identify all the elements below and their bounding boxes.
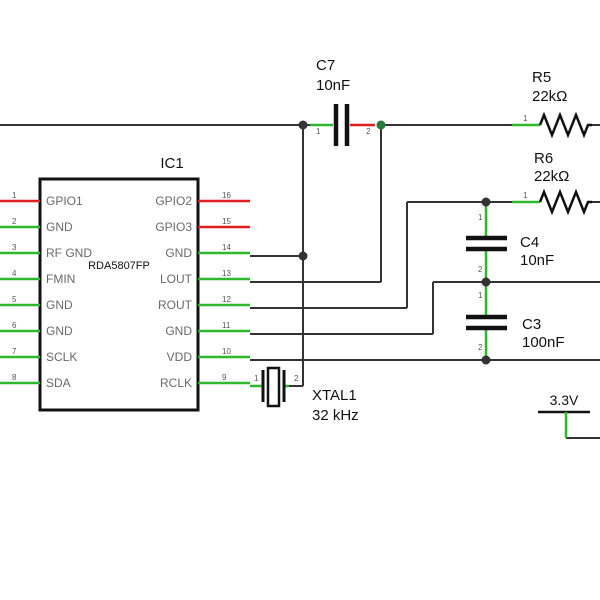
junction-c3-bottom xyxy=(481,355,491,365)
resistor-r6: R6 22kΩ 1 xyxy=(512,150,592,216)
r5-value: 22kΩ xyxy=(532,88,567,105)
junction-c7-right xyxy=(376,120,386,130)
ic1-pin-11: 11 GND xyxy=(165,321,250,338)
ic1-pin-2: 2 GND xyxy=(0,217,73,234)
ic1-part: RDA5807FP xyxy=(88,260,150,272)
r6-value: 22kΩ xyxy=(534,168,569,185)
ic1-pin-16: 16 GPIO2 xyxy=(155,191,250,208)
r6-ref: R6 xyxy=(534,150,553,167)
ic1-pin-16-name: GPIO2 xyxy=(155,194,192,208)
xtal1-pin-2-number: 2 xyxy=(294,374,299,383)
junction-r6-c4 xyxy=(481,197,491,207)
ic1-pin-10: 10 VDD xyxy=(167,347,250,364)
c7-ref: C7 xyxy=(316,57,335,74)
r5-zigzag xyxy=(538,111,592,139)
c3-ref: C3 xyxy=(522,316,541,333)
ic1-pin-4-number: 4 xyxy=(12,269,17,278)
c3-value: 100nF xyxy=(522,334,565,351)
ic1-pin-11-name: GND xyxy=(165,324,192,338)
power-3v3: 3.3V xyxy=(538,392,590,438)
ic1-pin-5-number: 5 xyxy=(12,295,17,304)
ic1-pin-15: 15 GPIO3 xyxy=(155,217,250,234)
ic1-pin-7-name: SCLK xyxy=(46,350,77,364)
ic1-pin-13-name: LOUT xyxy=(160,272,193,286)
junction-cap-mid xyxy=(481,277,491,287)
ic1-pin-14-name: GND xyxy=(165,246,192,260)
c4-ref: C4 xyxy=(520,234,539,251)
ic1-pin-3-number: 3 xyxy=(12,243,17,252)
ic1-pin-4-name: FMIN xyxy=(46,272,75,286)
ic1-pin-2-number: 2 xyxy=(12,217,17,226)
resistor-r5: R5 22kΩ 1 xyxy=(512,69,592,139)
ic1-pin-12-name: ROUT xyxy=(158,298,193,312)
junctions xyxy=(298,120,491,365)
ic1-pin-4: 4 FMIN xyxy=(0,269,75,286)
ic1-pin-6-name: GND xyxy=(46,324,73,338)
r5-ref: R5 xyxy=(532,69,551,86)
power-label: 3.3V xyxy=(550,392,579,408)
ic1-pin-3-name: RF GND xyxy=(46,246,92,260)
ic1-pin-5: 5 GND xyxy=(0,295,73,312)
c4-pin-1-number: 1 xyxy=(478,213,483,222)
c7-pin-2-number: 2 xyxy=(366,127,371,136)
ic1-body xyxy=(38,177,200,412)
capacitor-c4: 1 2 C4 10nF xyxy=(466,206,554,280)
ic1-pin-12-number: 12 xyxy=(222,295,231,304)
wires xyxy=(0,124,600,439)
ic1-pin-15-number: 15 xyxy=(222,217,231,226)
ic1-pin-13: 13 LOUT xyxy=(160,269,250,286)
xtal1-quartz xyxy=(266,366,281,408)
xtal1-pin-1-number: 1 xyxy=(254,374,259,383)
ic1-pin-9: 9 RCLK xyxy=(160,373,250,390)
ic1-pin-8-number: 8 xyxy=(12,373,17,382)
ic1-pin-9-number: 9 xyxy=(222,373,227,382)
r6-zigzag xyxy=(538,188,592,216)
ic1-pin-6-number: 6 xyxy=(12,321,17,330)
junction-top-rail-c7 xyxy=(298,120,308,130)
ic1-pin-11-number: 11 xyxy=(222,321,231,330)
xtal1-ref: XTAL1 xyxy=(312,387,357,404)
c4-value: 10nF xyxy=(520,252,554,269)
ic1-pin-6: 6 GND xyxy=(0,321,73,338)
capacitor-c3: 1 2 C3 100nF xyxy=(466,284,565,358)
r5-pin-1-number: 1 xyxy=(523,114,528,123)
junction-gnd14 xyxy=(298,251,308,261)
r6-pin-1-number: 1 xyxy=(523,191,528,200)
ic1-pin-8-name: SDA xyxy=(46,376,71,390)
c3-pin-2-number: 2 xyxy=(478,343,483,352)
ic1-pin-10-number: 10 xyxy=(222,347,231,356)
ic1-pin-1-number: 1 xyxy=(12,191,17,200)
ic1-pin-16-number: 16 xyxy=(222,191,231,200)
ic1-pin-1-name: GPIO1 xyxy=(46,194,83,208)
ic1-pin-12: 12 ROUT xyxy=(158,295,250,312)
ic1-pin-3: 3 RF GND xyxy=(0,243,92,260)
ic1-pin-2-name: GND xyxy=(46,220,73,234)
ic1-pin-7: 7 SCLK xyxy=(0,347,77,364)
ic1-pin-9-name: RCLK xyxy=(160,376,192,390)
ic1-pin-14: 14 GND xyxy=(165,243,250,260)
ic1-pin-7-number: 7 xyxy=(12,347,17,356)
c7-pin-1-number: 1 xyxy=(316,127,321,136)
crystal-xtal1: 1 2 XTAL1 32 kHz xyxy=(250,366,359,424)
ic1-pin-1: 1 GPIO1 xyxy=(0,191,83,208)
ic1-pin-14-number: 14 xyxy=(222,243,231,252)
c3-pin-1-number: 1 xyxy=(478,291,483,300)
ic1-pin-8: 8 SDA xyxy=(0,373,71,390)
c4-pin-2-number: 2 xyxy=(478,265,483,274)
capacitor-c7: C7 10nF 1 2 xyxy=(310,57,375,146)
ic1-ref: IC1 xyxy=(160,155,183,172)
xtal1-value: 32 kHz xyxy=(312,407,359,424)
ic1-pin-13-number: 13 xyxy=(222,269,231,278)
ic1-right-pins: 16GPIO215GPIO314GND13LOUT12ROUT11GND10VD… xyxy=(155,191,250,390)
ic1-pin-5-name: GND xyxy=(46,298,73,312)
ic1-pin-15-name: GPIO3 xyxy=(155,220,192,234)
ic1-pin-10-name: VDD xyxy=(167,350,193,364)
c7-value: 10nF xyxy=(316,77,350,94)
